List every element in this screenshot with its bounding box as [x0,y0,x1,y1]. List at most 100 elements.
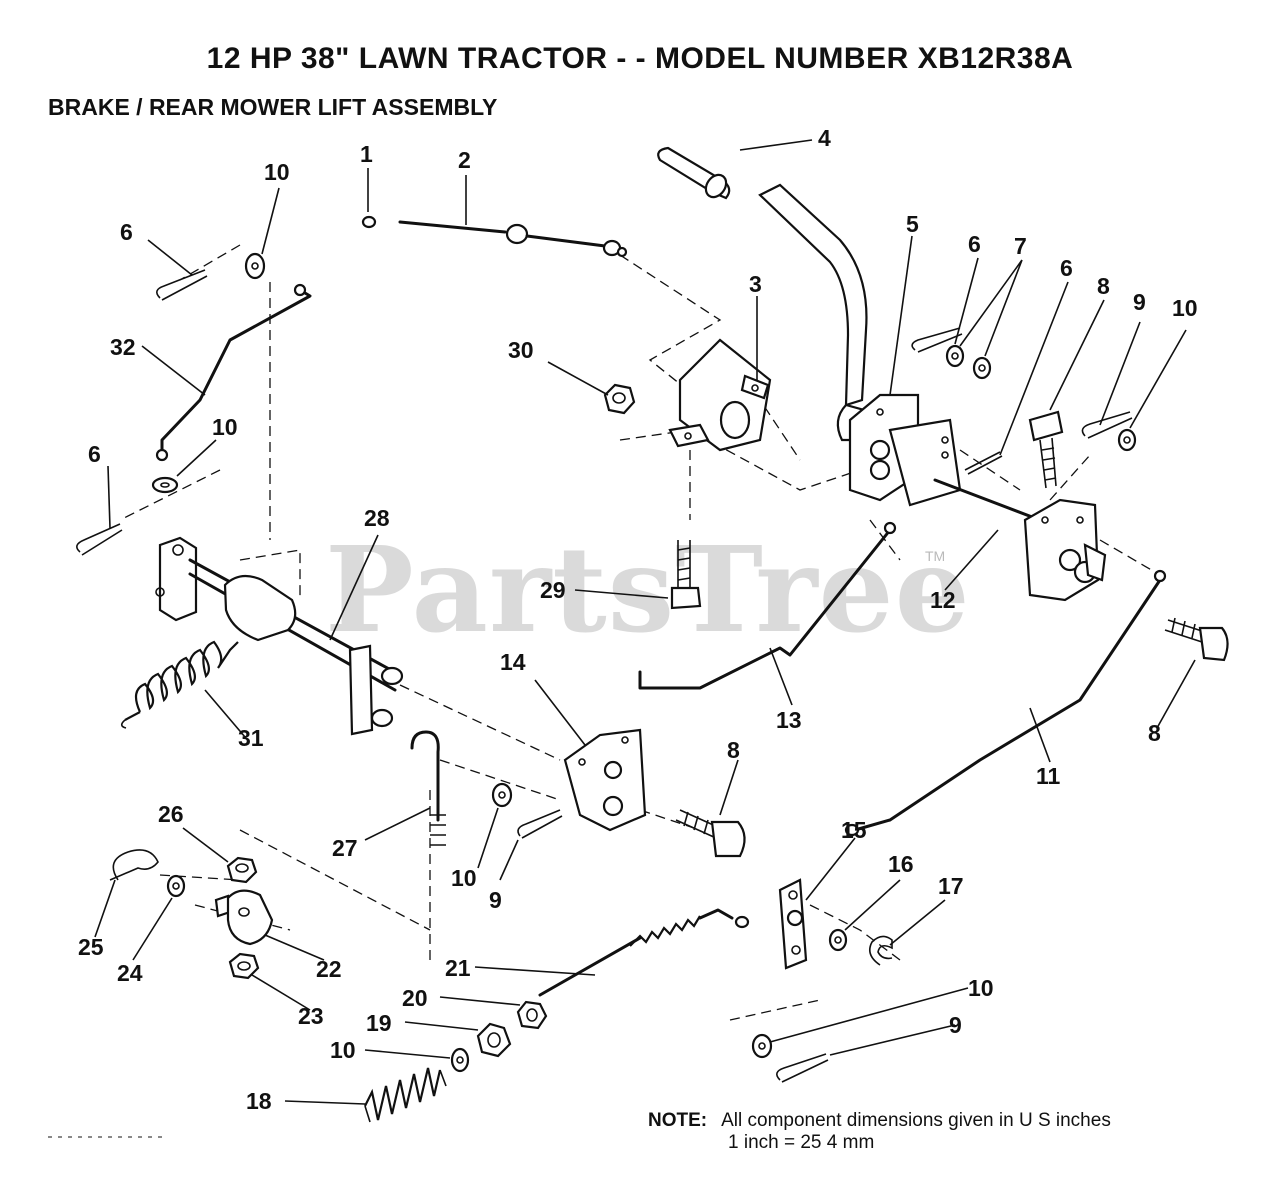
part-3-bracket [668,338,772,452]
callout-3: 3 [749,271,762,297]
part-10-washer-mid-left [151,476,179,494]
part-6-cotter-pin-right [911,327,963,353]
callout-18: 18 [246,1088,272,1114]
part-10-washer-bottom-right [751,1033,773,1059]
callout-10-bottom: 10 [330,1037,356,1063]
callout-labels: 1 2 3 4 5 6 6 6 6 7 8 8 8 9 9 9 10 10 10… [78,125,1198,1114]
part-2-brake-rod [398,220,628,258]
callout-31: 31 [238,725,264,751]
part-19-nut [476,1022,512,1058]
callout-16: 16 [888,851,914,877]
callout-30: 30 [508,337,534,363]
callout-10-lower-mid: 10 [451,865,477,891]
part-32-rod [155,283,312,462]
callout-27: 27 [332,835,358,861]
callout-7: 7 [1014,233,1027,259]
callout-8-upper: 8 [1097,273,1110,299]
part-10-washer-bottom [450,1047,470,1073]
callout-13: 13 [776,707,802,733]
note-line1: All component dimensions given in U S in… [721,1110,1111,1131]
part-8-bolt-lower [675,809,746,858]
part-9-cotter-pin-right [1081,411,1133,439]
part-16-washer [828,928,848,952]
part-7-washers [945,344,992,380]
part-14-bracket [563,728,647,832]
callout-8-lower: 8 [727,737,740,763]
callout-9-lower-mid: 9 [489,887,502,913]
callout-29: 29 [540,577,566,603]
callout-1: 1 [360,141,373,167]
watermark-logo: PartsTree [325,520,971,659]
watermark-trademark: TM [925,548,946,564]
callout-9-right: 9 [1133,289,1146,315]
callout-28: 28 [364,505,390,531]
part-22-trunnion [214,889,274,946]
callout-11: 11 [1036,763,1061,789]
part-11-rod [844,569,1167,837]
part-10-washer-right [1117,428,1137,452]
part-18-spring [364,1067,447,1123]
callout-19: 19 [366,1010,392,1036]
callout-22: 22 [316,956,342,982]
note-label: NOTE: [648,1110,708,1131]
part-31-spring [120,640,239,729]
callout-leader-lines [94,139,1196,1105]
callout-14: 14 [500,649,526,675]
part-30-nut [603,383,636,415]
part-29-bolt [670,540,702,610]
part-6-cotter-pin-top-left [156,269,208,301]
callout-10-top-left: 10 [264,159,290,185]
callout-2: 2 [458,147,471,173]
part-6-cotter-pin-mid [964,451,1003,475]
part-4-handle-grip [657,146,731,200]
part-25-hairpin-clip [109,849,159,881]
part-15-link [778,878,808,970]
callout-32: 32 [110,334,136,360]
callout-8-right: 8 [1148,720,1161,746]
part-26-nut [226,856,258,884]
callout-24: 24 [117,960,143,986]
part-9-cotter-pin-bottom-right [776,1053,829,1083]
callout-21: 21 [445,955,471,981]
callout-25: 25 [78,934,104,960]
part-24-washer [166,874,186,898]
callout-6-top-left: 6 [120,219,133,245]
callout-23: 23 [298,1003,324,1029]
callout-4: 4 [818,125,831,151]
callout-5: 5 [906,211,919,237]
part-10-washer-top-left [244,252,266,280]
callout-10-bottom-right: 10 [968,975,994,1001]
part-20-jam-nut [516,1000,548,1030]
callout-20: 20 [402,985,428,1011]
part-13-rod [638,521,897,690]
callout-12: 12 [930,587,956,613]
part-8-bolt-right [1164,617,1229,662]
callout-6-far-right: 6 [1060,255,1073,281]
note-box: NOTE: All component dimensions given in U… [648,1110,1111,1153]
note-line2: 1 inch = 25 4 mm [728,1132,875,1153]
callout-17: 17 [938,873,964,899]
part-10-washer-lower-mid [491,782,513,808]
part-17-e-clip [869,935,893,966]
part-5-bracket [848,393,962,507]
callout-10-mid-left: 10 [212,414,238,440]
part-9-cotter-pin-lower-mid [517,809,563,839]
page-title: 12 HP 38" LAWN TRACTOR - - MODEL NUMBER … [206,42,1074,75]
part-23-nut [228,952,260,980]
part-21-brake-rod [538,908,750,997]
callout-6-right: 6 [968,231,981,257]
part-1-pin [361,215,377,229]
alignment-lines [119,244,1161,1021]
callout-10-right: 10 [1172,295,1198,321]
part-12-lift-shaft [933,478,1107,602]
callout-9-bottom-right: 9 [949,1012,962,1038]
assembly-subtitle: BRAKE / REAR MOWER LIFT ASSEMBLY [48,94,498,120]
part-27-hook-bolt [410,730,446,846]
part-28-rockshaft [155,536,404,736]
part-6-cotter-pin-lower-left [76,523,123,556]
callout-15: 15 [841,817,867,843]
part-8-bolt-upper [1028,410,1064,489]
part-5-lift-handle [758,183,868,442]
